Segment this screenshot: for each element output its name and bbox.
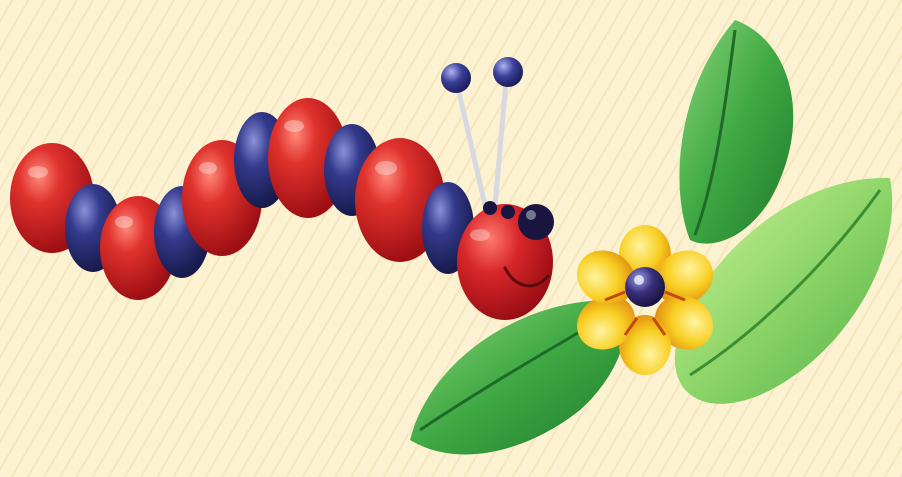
flower-icon bbox=[576, 225, 714, 375]
caterpillar-icon bbox=[10, 98, 474, 300]
leaf-icon bbox=[679, 20, 794, 244]
leaf-icon bbox=[674, 177, 893, 404]
caterpillar-head-icon bbox=[457, 201, 554, 320]
bead-highlights bbox=[28, 120, 397, 228]
antenna-icon bbox=[441, 57, 523, 208]
leaf-icon bbox=[410, 300, 626, 455]
